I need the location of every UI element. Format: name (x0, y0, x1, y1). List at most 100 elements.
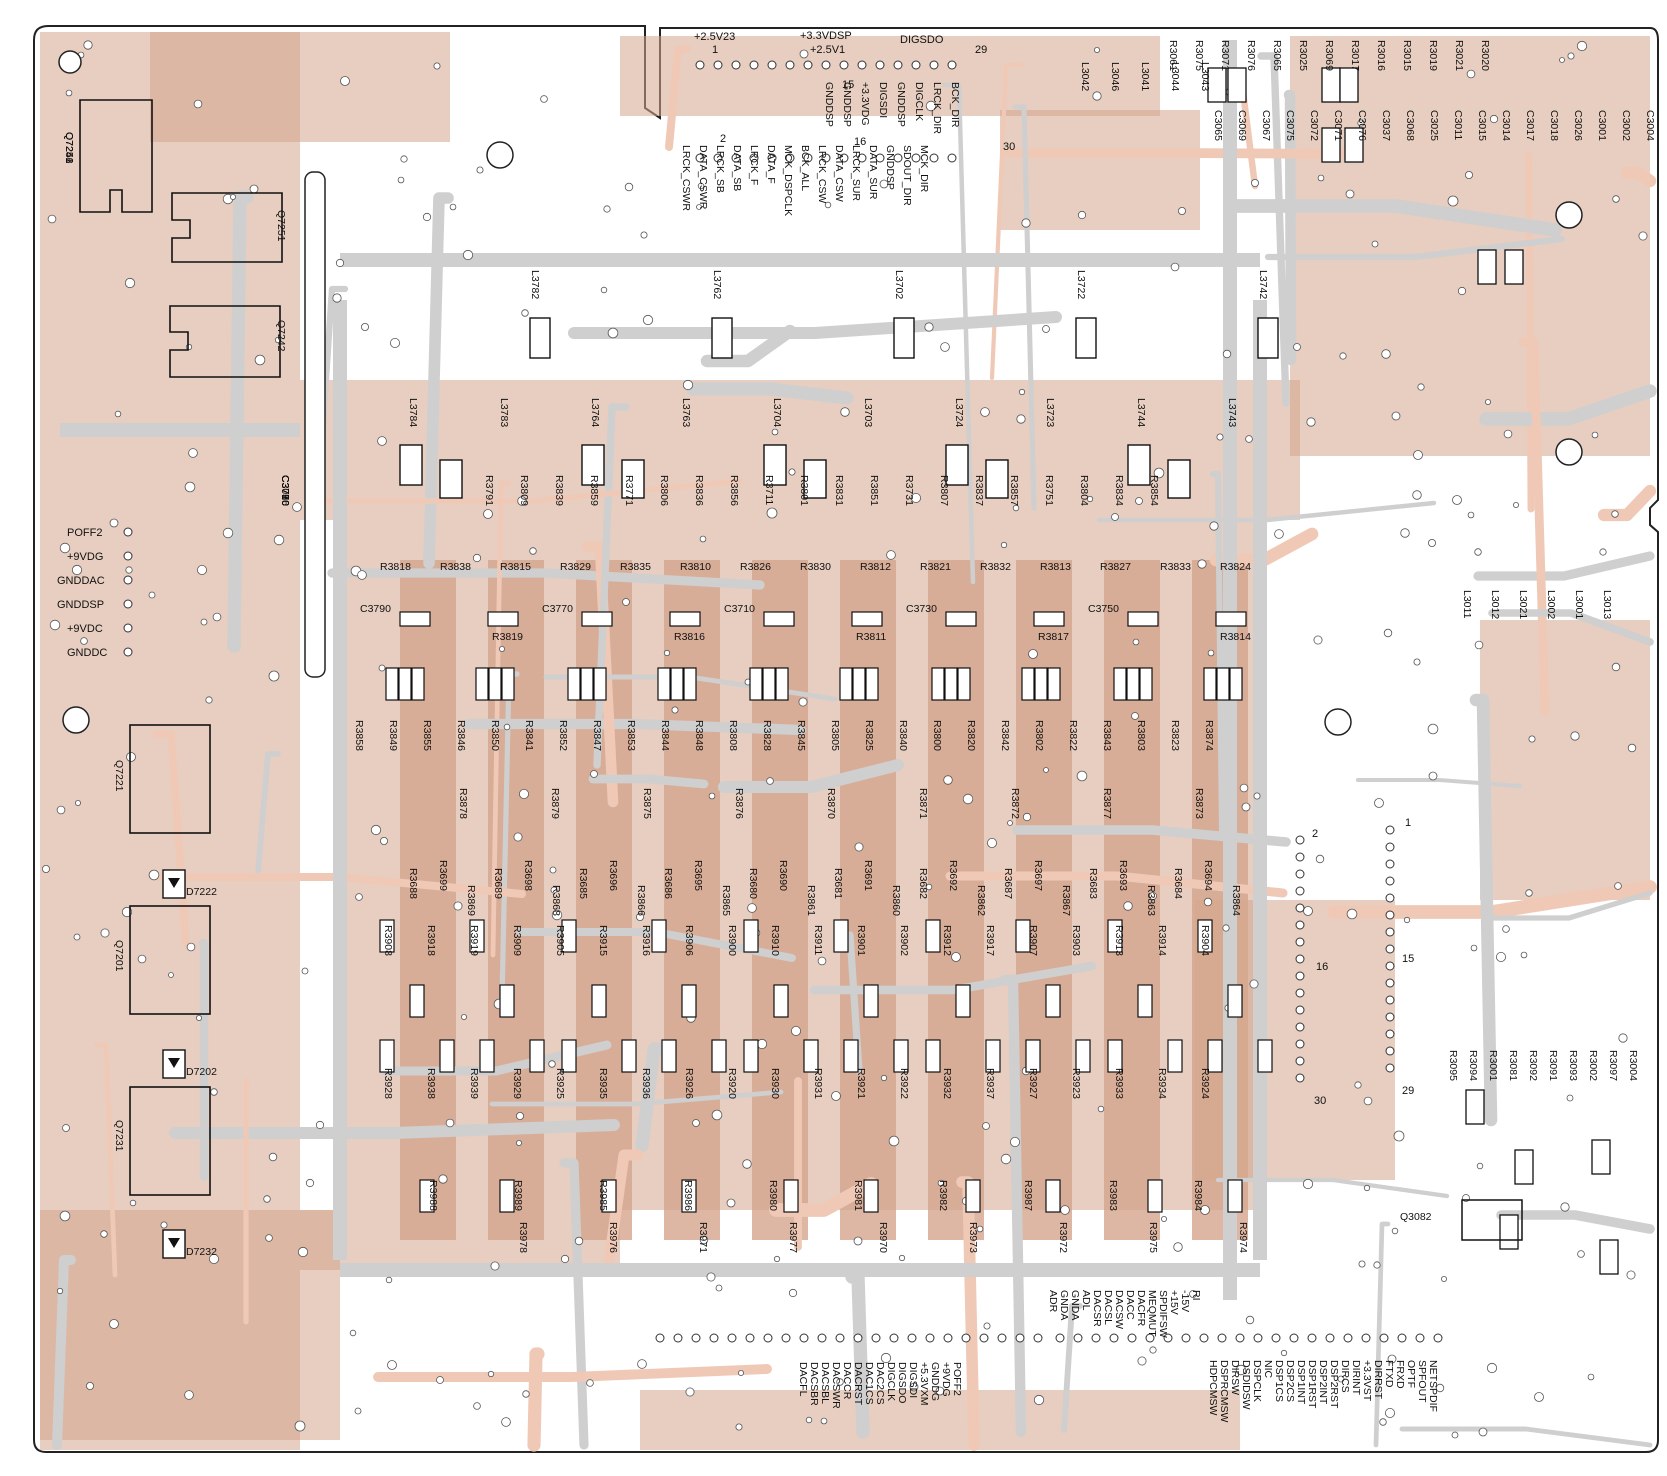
header-pin (1385, 910, 1395, 920)
ref-designator: R3827 (1100, 561, 1131, 573)
via (911, 492, 922, 503)
ref-designator: L3002 (1545, 590, 1557, 619)
ref-designator: C3071 (1332, 110, 1344, 141)
ref-designator: DSP1INT (1295, 1360, 1307, 1405)
ref-designator: DSP1CS (1273, 1360, 1285, 1402)
ref-designator: C3067 (1260, 110, 1272, 141)
ref-designator: R3902 (898, 925, 910, 956)
ref-designator: R3811 (856, 631, 886, 643)
via (1534, 1392, 1544, 1402)
via (71, 564, 83, 576)
resistor (863, 984, 879, 1018)
ref-designator: R3069 (1323, 40, 1335, 71)
via (1137, 1356, 1147, 1366)
resistor (379, 1039, 395, 1073)
pin-number: 30 (1314, 1095, 1326, 1107)
resistor (1207, 1039, 1223, 1073)
via (1306, 417, 1316, 427)
via (73, 933, 81, 941)
via (1452, 495, 1462, 505)
via (473, 1402, 481, 1410)
ref-designator: R3850 (489, 720, 501, 751)
header-pin (1295, 971, 1305, 981)
via (1567, 52, 1575, 60)
via (460, 1014, 467, 1021)
trace (588, 774, 709, 789)
component-box (1465, 1089, 1485, 1125)
resistor (419, 1179, 435, 1213)
via (1354, 1081, 1362, 1089)
header-pin (749, 60, 759, 70)
header-pin (893, 60, 903, 70)
via (83, 40, 93, 50)
ref-designator: L3041 (1139, 62, 1151, 91)
ref-designator: R3833 (1160, 561, 1191, 573)
ref-designator: R3903 (1070, 925, 1082, 956)
left-pin-label: POFF2 (67, 527, 102, 539)
header-pin (1199, 1333, 1209, 1343)
via (438, 1174, 448, 1184)
ref-designator: R3804 (1078, 475, 1090, 506)
via (196, 565, 207, 576)
via (1274, 529, 1284, 539)
via (1149, 892, 1157, 900)
via (445, 1118, 455, 1128)
ref-designator: LRCK_F (748, 145, 760, 185)
header-pin (123, 599, 133, 609)
header-pin (695, 153, 705, 163)
resistor (762, 667, 776, 701)
ref-designator: LRCK_CSWR (680, 145, 692, 211)
ref-designator: R3924 (1199, 1068, 1211, 1099)
ref-designator: GNDDSP (841, 82, 853, 127)
ref-designator: R3864 (1230, 885, 1242, 916)
via (1570, 731, 1580, 741)
inductor (439, 459, 463, 499)
via (622, 598, 630, 606)
ref-designator: DSP1RST (1306, 1360, 1318, 1409)
via (937, 1179, 945, 1187)
via (880, 1352, 892, 1364)
via (1060, 1205, 1070, 1215)
ref-designator: C3790 (279, 475, 291, 506)
ref-designator: +15V (1168, 1290, 1180, 1315)
ref-designator: R3806 (658, 475, 670, 506)
ref-designator: R3931 (812, 1068, 824, 1099)
trace (665, 45, 691, 151)
resistor (681, 984, 697, 1018)
header-pin (1361, 1333, 1371, 1343)
via (387, 1360, 397, 1370)
trace (373, 1364, 772, 1382)
via (1249, 979, 1259, 989)
via (1502, 925, 1510, 933)
ref-designator: R3852 (557, 720, 569, 751)
via (1313, 635, 1323, 645)
ref-designator: L3762 (711, 270, 723, 299)
via (516, 1112, 525, 1121)
via (1346, 908, 1358, 920)
ref-designator: R3823 (1169, 720, 1181, 751)
ref-designator: L3742 (1257, 270, 1269, 299)
component-box (1227, 67, 1247, 103)
mounting-hole (58, 50, 82, 74)
resistor (683, 667, 697, 701)
via (1474, 548, 1482, 556)
ref-designator: MEQMUT (1146, 1290, 1158, 1337)
ref-designator: R3971 (697, 1222, 709, 1253)
ref-designator: R3978 (517, 1222, 529, 1253)
via (1043, 767, 1049, 773)
trace (1257, 52, 1290, 407)
ref-designator: -15V (1179, 1290, 1191, 1312)
trace (327, 568, 765, 590)
trace-layer (52, 40, 1657, 1452)
ref-designator: R3693 (1117, 860, 1129, 891)
via (1400, 528, 1410, 538)
via (1373, 1261, 1381, 1269)
resistor (661, 1039, 677, 1073)
left-pin-label: GNDDSP (57, 599, 104, 611)
via (1245, 1315, 1255, 1325)
via (600, 286, 608, 294)
via (1566, 1094, 1574, 1102)
via (1412, 490, 1422, 500)
via (254, 354, 266, 366)
ref-designator: DATA_CSWR (697, 145, 709, 210)
